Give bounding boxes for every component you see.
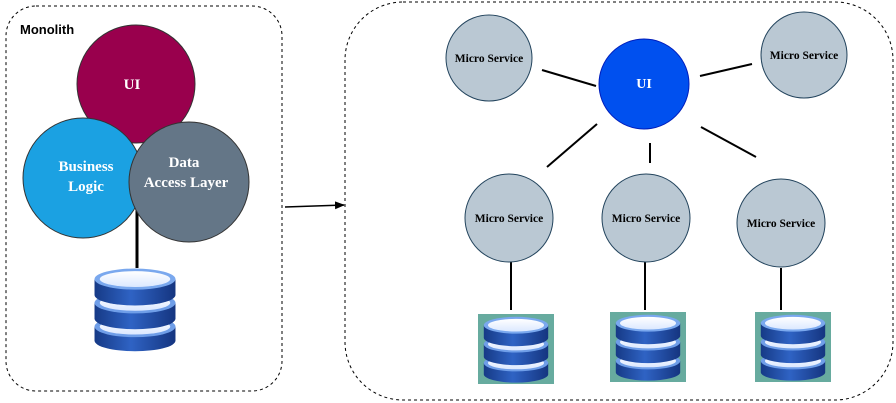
micro-service-bottom-right-label: Micro Service — [747, 218, 815, 230]
micro-service-bottom-center-label: Micro Service — [612, 213, 680, 225]
microservices-ui-circle — [598, 38, 690, 130]
micro-service-bottom-center — [601, 173, 691, 263]
micro-service-top-right — [760, 11, 848, 99]
micro-service-bottom-left — [464, 173, 554, 263]
micro-database-right-icon — [760, 314, 826, 381]
micro-service-top-right-label: Micro Service — [770, 50, 838, 62]
micro-service-top-left — [445, 14, 533, 102]
monolith-ui-circle — [76, 24, 196, 144]
data-access-label-line2: Access Layer — [144, 175, 229, 191]
micro-database-left — [478, 314, 554, 384]
micro-service-bottom-left-label: Micro Service — [475, 213, 543, 225]
microservices-container — [344, 1, 894, 401]
monolith-database-icon — [94, 268, 176, 352]
micro-service-bottom-right — [736, 178, 826, 268]
data-access-label-line1: Data — [169, 155, 200, 171]
data-access-layer-circle — [128, 121, 250, 243]
micro-service-top-left-label: Micro Service — [455, 53, 523, 65]
micro-database-left-icon — [483, 316, 549, 383]
microservices-ui-label: UI — [636, 77, 652, 92]
monolith-container — [5, 5, 283, 392]
business-logic-circle — [22, 117, 144, 239]
micro-database-center — [610, 312, 686, 382]
transition-arrow — [284, 201, 345, 210]
monolith-title: Monolith — [20, 22, 74, 37]
connector-ui-service-bottom-left — [546, 123, 598, 168]
micro-database-center-icon — [615, 314, 681, 381]
monolith-ui-label: UI — [124, 77, 141, 93]
micro-database-right — [755, 312, 831, 382]
connector-ui-service-bottom-right — [700, 126, 757, 158]
connector-ui-service-top-left — [541, 69, 597, 87]
business-logic-label-line1: Business — [58, 159, 113, 175]
business-logic-label-line2: Logic — [68, 179, 104, 195]
connector-ui-service-top-right — [699, 63, 753, 77]
